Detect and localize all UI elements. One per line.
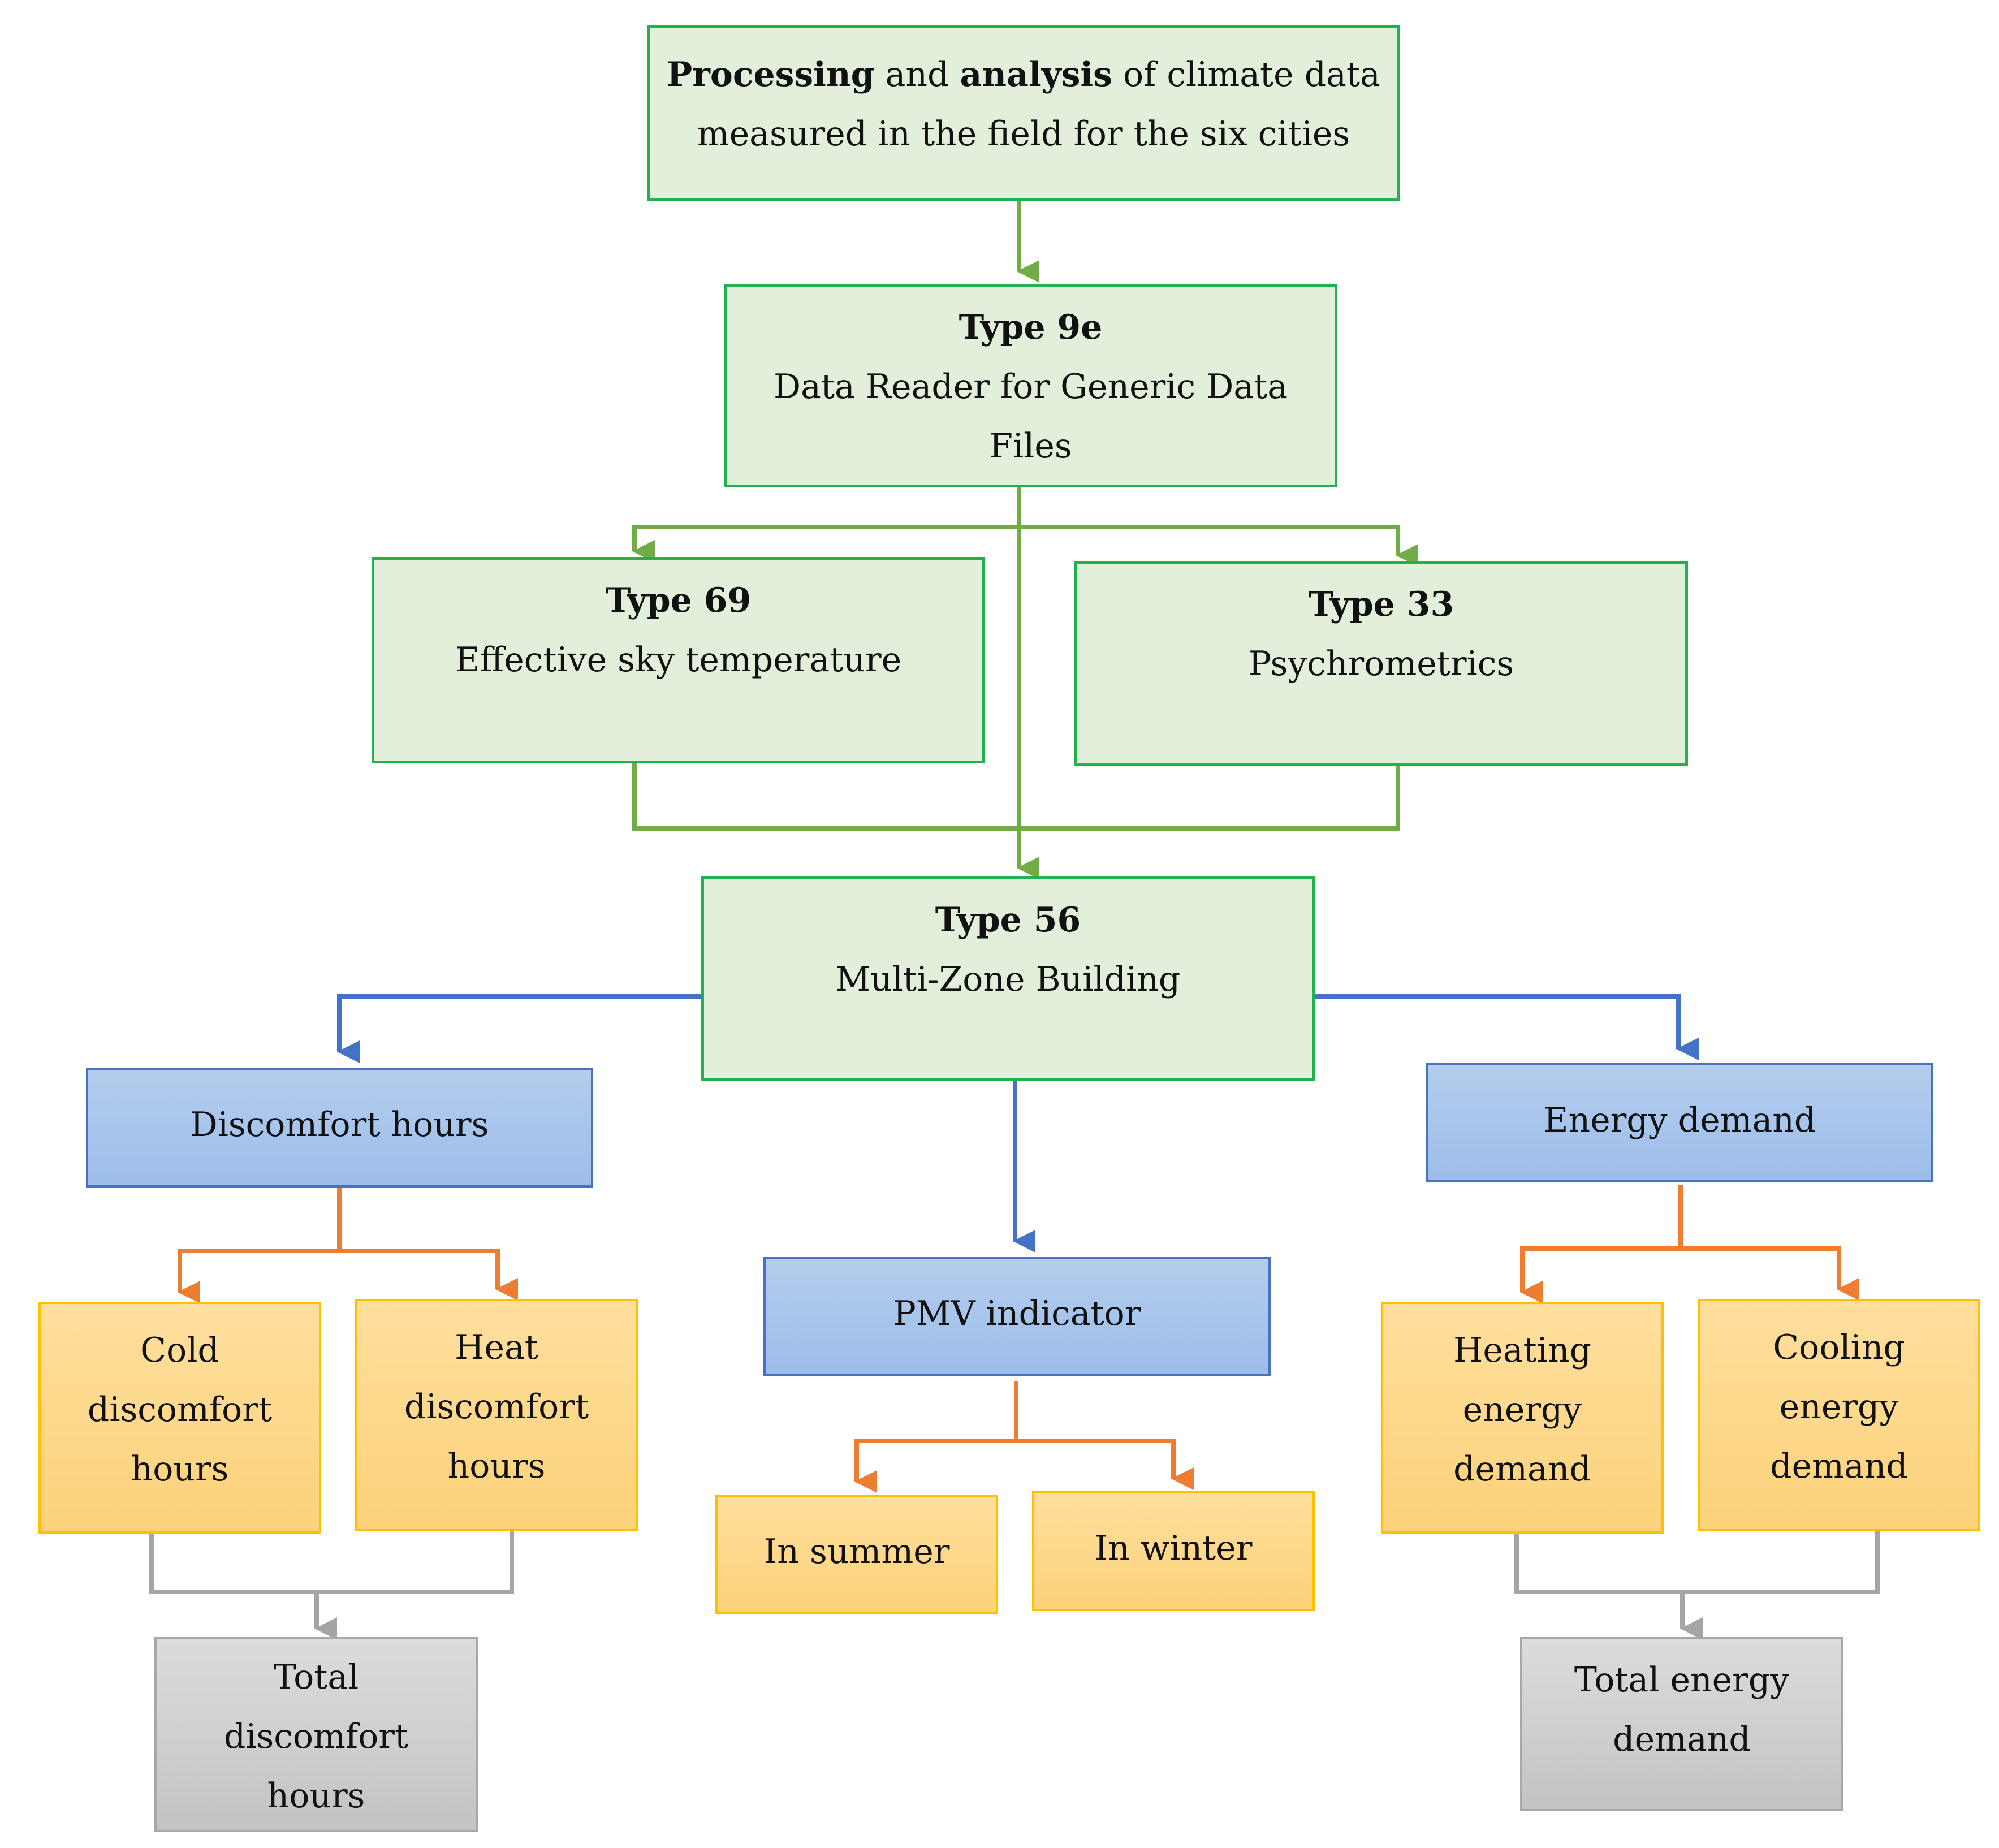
cold-discomfort-line-3: hours [131, 1449, 229, 1489]
edge-heating-cooling-merge [1514, 1531, 1880, 1594]
edge-type9e-to-type69 [632, 487, 1021, 563]
edge-pmv-to-summer [854, 1381, 1018, 1493]
type56-title: Type 56 [935, 900, 1081, 940]
total-energy-line-2: demand [1613, 1720, 1751, 1759]
type33-box: Type 33 Psychrometrics [1074, 561, 1688, 766]
edge-discomfort-to-cold [178, 1188, 342, 1303]
cooling-energy-line-2: energy [1779, 1387, 1899, 1427]
heat-discomfort-line-3: hours [447, 1447, 546, 1486]
edge-cold-heat-merge [149, 1531, 514, 1594]
type69-line-1: Effective sky temperature [455, 640, 902, 680]
cold-discomfort-hours-box: Cold discomfort hours [38, 1302, 321, 1534]
total-discomfort-line-2: discomfort [223, 1717, 409, 1756]
edge-type56-to-discomfort [337, 994, 701, 1063]
heating-energy-line-2: energy [1462, 1390, 1582, 1430]
edge-discomfort-to-heat [339, 1249, 518, 1301]
type56-box: Type 56 Multi-Zone Building [701, 876, 1315, 1081]
total-discomfort-line-1: Total [273, 1657, 359, 1697]
total-discomfort-line-3: hours [267, 1776, 365, 1816]
processing-line-2: measured in the field for the six cities [697, 114, 1350, 154]
type9e-title: Type 9e [959, 308, 1103, 347]
heat-discomfort-line-1: Heat [455, 1328, 538, 1367]
type9e-box: Type 9e Data Reader for Generic Data Fil… [724, 284, 1337, 487]
edge-pmv-to-winter [1016, 1439, 1194, 1490]
total-discomfort-hours-box: Total discomfort hours [154, 1637, 478, 1832]
processing-box: Processing and analysis of climate data … [647, 25, 1400, 201]
cold-discomfort-line-2: discomfort [87, 1390, 273, 1430]
in-summer-box: In summer [715, 1495, 998, 1614]
in-winter-box: In winter [1032, 1491, 1315, 1611]
type9e-line-1: Data Reader for Generic Data [774, 367, 1288, 407]
discomfort-hours-box: Discomfort hours [86, 1068, 593, 1188]
heating-energy-line-1: Heating [1453, 1331, 1591, 1370]
type33-line-1: Psychrometrics [1248, 644, 1514, 684]
type69-title: Type 69 [605, 581, 752, 620]
edge-type9e-to-type33 [1019, 525, 1418, 567]
edge-type69-type33-merge [632, 763, 1400, 831]
energy-demand-box: Energy demand [1426, 1063, 1933, 1182]
edge-energy-to-heating [1520, 1185, 1683, 1303]
type33-title: Type 33 [1308, 585, 1454, 624]
type9e-line-2: Files [989, 426, 1072, 466]
heating-energy-line-3: demand [1453, 1449, 1591, 1489]
heating-energy-demand-box: Heating energy demand [1381, 1302, 1664, 1534]
type56-line-1: Multi-Zone Building [835, 960, 1181, 999]
in-winter-label: In winter [1094, 1529, 1253, 1568]
total-energy-demand-box: Total energy demand [1520, 1637, 1843, 1811]
type69-box: Type 69 Effective sky temperature [372, 557, 985, 763]
processing-line-1: Processing and analysis of climate data [667, 55, 1380, 94]
cooling-energy-line-1: Cooling [1773, 1328, 1905, 1367]
discomfort-hours-label: Discomfort hours [190, 1105, 489, 1145]
edge-type56-to-energy [1315, 994, 1699, 1060]
energy-demand-label: Energy demand [1543, 1100, 1816, 1140]
cooling-energy-demand-box: Cooling energy demand [1698, 1299, 1980, 1531]
pmv-indicator-box: PMV indicator [763, 1257, 1271, 1376]
in-summer-label: In summer [763, 1532, 950, 1571]
heat-discomfort-line-2: discomfort [404, 1387, 589, 1427]
total-energy-line-1: Total energy [1574, 1660, 1790, 1700]
heat-discomfort-hours-box: Heat discomfort hours [355, 1299, 638, 1531]
pmv-indicator-label: PMV indicator [893, 1294, 1141, 1333]
edge-energy-to-cooling [1681, 1246, 1859, 1301]
cold-discomfort-line-1: Cold [140, 1331, 219, 1370]
cooling-energy-line-3: demand [1770, 1447, 1908, 1486]
